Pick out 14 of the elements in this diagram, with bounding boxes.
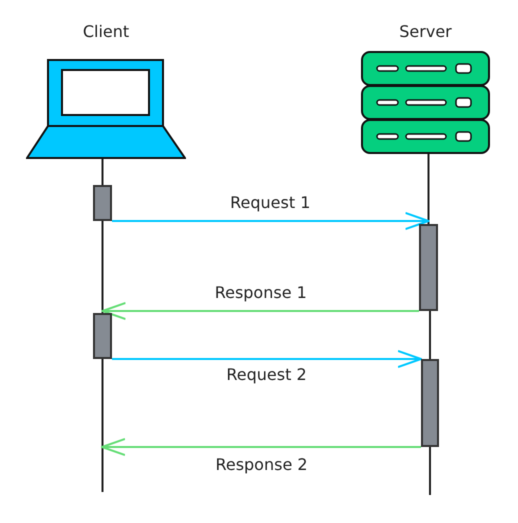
participant-label: Client: [82, 22, 130, 41]
activation-bar: [419, 224, 438, 311]
lifeline: [102, 221, 104, 313]
lifeline: [428, 154, 430, 224]
participant-label: Server: [398, 22, 453, 41]
activation-bar: [421, 359, 439, 447]
lifeline: [429, 311, 431, 359]
message-arrow: [101, 438, 421, 456]
message-arrow: [102, 302, 419, 320]
message-arrow: [112, 212, 430, 230]
activation-bar: [93, 313, 112, 359]
lifeline: [102, 159, 104, 185]
message-arrow: [112, 350, 422, 368]
activation-bar: [93, 185, 112, 221]
